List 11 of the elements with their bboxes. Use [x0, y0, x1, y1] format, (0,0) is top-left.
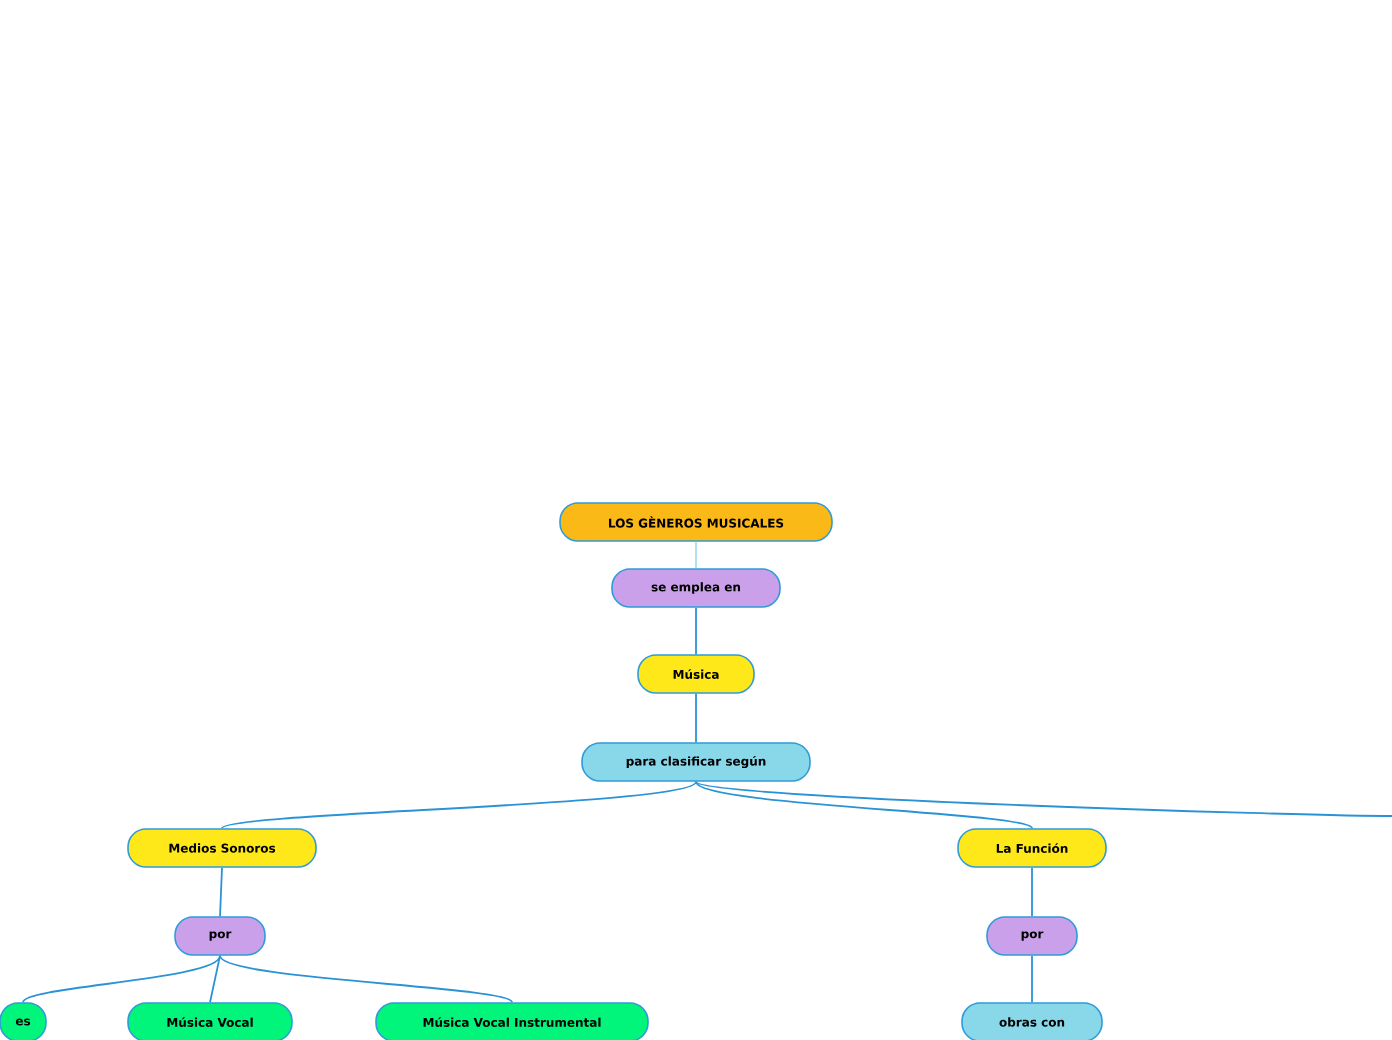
connector: [209, 954, 221, 1004]
connector: [695, 780, 1392, 817]
connector: [695, 606, 697, 656]
connector: [1031, 954, 1033, 1004]
connector: [1031, 866, 1033, 918]
connector: [695, 540, 697, 570]
connector: [221, 780, 697, 830]
connector: [219, 954, 513, 1004]
connector: [695, 692, 697, 744]
connector: [695, 780, 1033, 830]
connector: [219, 866, 223, 918]
